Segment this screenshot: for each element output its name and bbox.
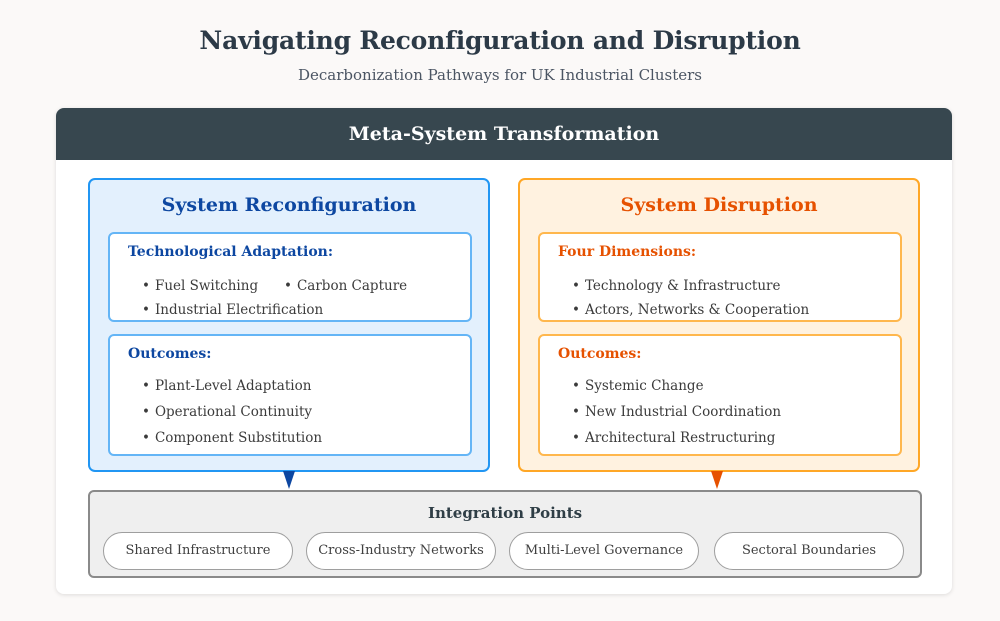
list-item: •Architectural Restructuring [572,430,776,446]
bullet-icon: • [572,430,580,446]
bullet-icon: • [284,278,292,294]
integration-points-box: Integration Points Shared Infrastructure… [88,490,922,578]
four-dimensions-heading: Four Dimensions: [558,244,697,260]
bullet-icon: • [142,378,150,394]
reconfiguration-arrow-icon [283,471,295,489]
bullet-icon: • [142,278,150,294]
list-item: •Fuel Switching [142,278,259,294]
system-reconfiguration-title: System Reconfiguration [161,194,417,216]
bullet-icon: • [142,404,150,420]
bullet-icon: • [142,430,150,446]
integration-pill-multi-level-governance: Multi-Level Governance [509,532,699,570]
bullet-icon: • [572,278,580,294]
technological-adaptation-heading: Technological Adaptation: [128,244,334,260]
bullet-icon: • [572,378,580,394]
page-title: Navigating Reconfiguration and Disruptio… [199,26,801,55]
disruption-arrow-icon [711,471,723,489]
list-item: •Industrial Electrification [142,302,324,318]
list-item: •Operational Continuity [142,404,313,420]
list-item: •Technology & Infrastructure [572,278,781,294]
system-reconfiguration-panel: System Reconfiguration Technological Ada… [88,178,490,472]
disruption-outcomes-heading: Outcomes: [558,346,642,362]
list-item: •Component Substitution [142,430,323,446]
integration-pill-shared-infrastructure: Shared Infrastructure [103,532,293,570]
integration-pill-cross-industry-networks: Cross-Industry Networks [306,532,496,570]
reconfiguration-outcomes-heading: Outcomes: [128,346,212,362]
list-item: •Actors, Networks & Cooperation [572,302,810,318]
integration-points-title: Integration Points [427,504,583,522]
bullet-icon: • [572,302,580,318]
list-item: •Plant-Level Adaptation [142,378,312,394]
technological-adaptation-card: Technological Adaptation: •Fuel Switchin… [108,232,472,322]
reconfiguration-outcomes-card: Outcomes: •Plant-Level Adaptation •Opera… [108,334,472,456]
list-item: •Carbon Capture [284,278,408,294]
four-dimensions-card: Four Dimensions: •Technology & Infrastru… [538,232,902,322]
bullet-icon: • [142,302,150,318]
meta-system-header: Meta-System Transformation [56,108,952,160]
integration-pill-sectoral-boundaries: Sectoral Boundaries [714,532,904,570]
bullet-icon: • [572,404,580,420]
page-subtitle: Decarbonization Pathways for UK Industri… [297,66,702,84]
system-disruption-panel: System Disruption Four Dimensions: •Tech… [518,178,920,472]
disruption-outcomes-card: Outcomes: •Systemic Change •New Industri… [538,334,902,456]
list-item: •Systemic Change [572,378,704,394]
system-disruption-title: System Disruption [620,194,818,216]
list-item: •New Industrial Coordination [572,404,782,420]
